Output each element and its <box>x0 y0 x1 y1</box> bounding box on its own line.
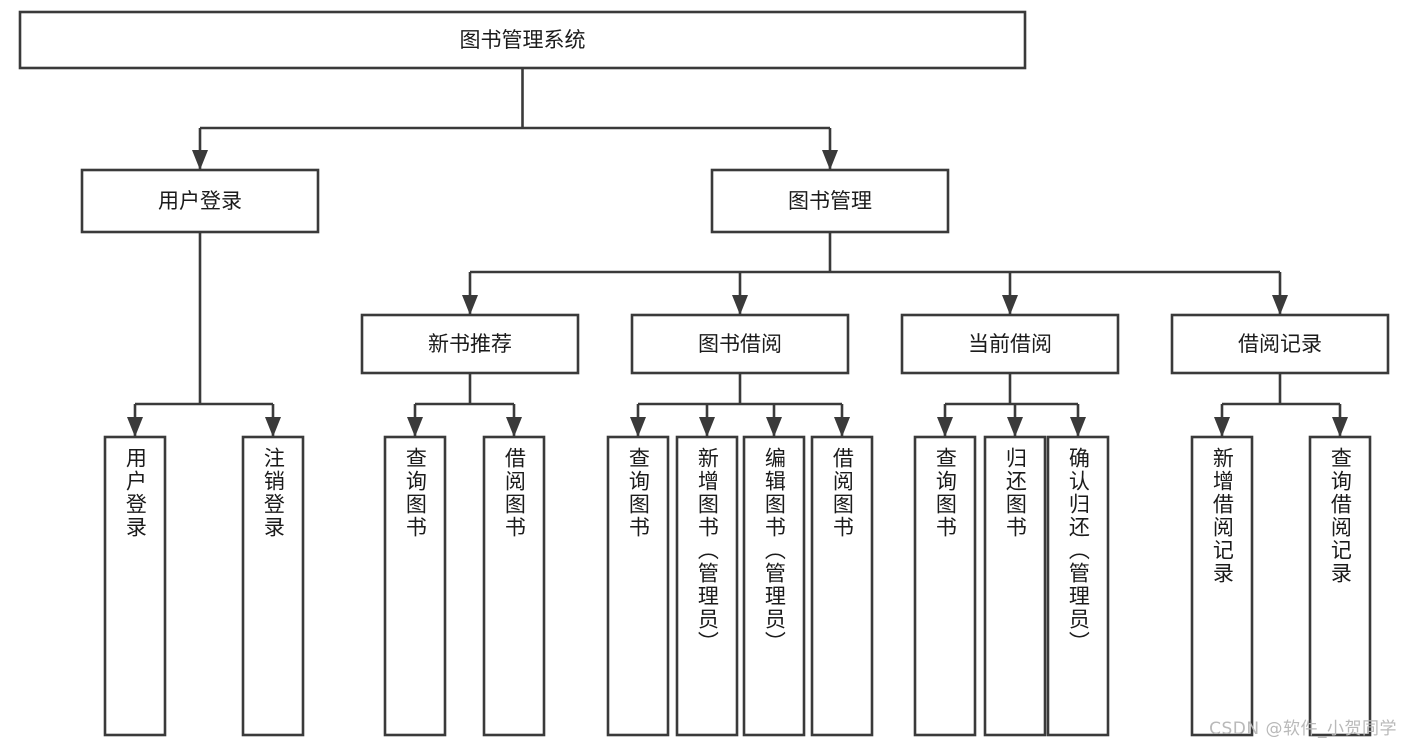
node-box-new-book-rec[interactable] <box>360 313 580 375</box>
csdn-watermark: CSDN @软件_小贺同学 <box>1209 719 1397 739</box>
book-borrow-to-leaves-arrow-leaf-borrow-add-book <box>699 417 715 437</box>
current-borrow-to-leaves-arrow-leaf-cur-confirm-return <box>1070 417 1086 437</box>
node-box-borrow-record[interactable] <box>1170 313 1390 375</box>
node-box-leaf-cur-confirm-return[interactable] <box>1046 435 1110 737</box>
node-label-book-manage: 图书管理 <box>788 189 872 213</box>
user-login-to-leaves-arrow-leaf-user-login <box>127 417 143 437</box>
bookmanage-to-level3-arrow-new-book-rec <box>462 295 478 315</box>
bookmanage-to-level3-arrow-borrow-record <box>1272 295 1288 315</box>
node-box-leaf-rec-add-record[interactable] <box>1190 435 1254 737</box>
book-borrow-to-leaves-arrow-leaf-borrow-borrow-book <box>834 417 850 437</box>
bookmanage-to-level3-arrow-book-borrow <box>732 295 748 315</box>
node-box-leaf-borrow-borrow-book[interactable] <box>810 435 874 737</box>
root-to-level2-arrow-user-login <box>192 150 208 170</box>
node-box-book-borrow[interactable] <box>630 313 850 375</box>
borrow-record-to-leaves-arrow-leaf-rec-query-record <box>1332 417 1348 437</box>
node-box-current-borrow[interactable] <box>900 313 1120 375</box>
current-borrow-to-leaves-arrow-leaf-cur-return-book <box>1007 417 1023 437</box>
node-box-leaf-cur-return-book[interactable] <box>983 435 1047 737</box>
node-box-leaf-borrow-query-book[interactable] <box>606 435 670 737</box>
node-box-leaf-user-logout[interactable] <box>241 435 305 737</box>
node-box-leaf-user-login[interactable] <box>103 435 167 737</box>
new-book-rec-to-leaves-arrow-leaf-rec-borrow-book <box>506 417 522 437</box>
node-boxes <box>18 10 1390 737</box>
node-label-root: 图书管理系统 <box>460 28 586 52</box>
node-label-book-borrow: 图书借阅 <box>698 332 782 356</box>
node-box-leaf-rec-query-book[interactable] <box>383 435 447 737</box>
new-book-rec-to-leaves-arrow-leaf-rec-query-book <box>407 417 423 437</box>
node-box-leaf-cur-query-book[interactable] <box>913 435 977 737</box>
node-box-book-manage[interactable] <box>710 168 950 234</box>
node-label-borrow-record: 借阅记录 <box>1238 332 1322 356</box>
user-login-to-leaves-arrow-leaf-user-logout <box>265 417 281 437</box>
node-box-root[interactable] <box>18 10 1027 70</box>
book-borrow-to-leaves-arrow-leaf-borrow-edit-book <box>766 417 782 437</box>
node-box-leaf-borrow-edit-book[interactable] <box>742 435 806 737</box>
current-borrow-to-leaves-arrow-leaf-cur-query-book <box>937 417 953 437</box>
node-label-current-borrow: 当前借阅 <box>968 332 1052 356</box>
node-label-user-login: 用户登录 <box>158 189 242 213</box>
connector-lines <box>127 68 1348 437</box>
borrow-record-to-leaves-arrow-leaf-rec-add-record <box>1214 417 1230 437</box>
book-borrow-to-leaves-arrow-leaf-borrow-query-book <box>630 417 646 437</box>
root-to-level2-arrow-book-manage <box>822 150 838 170</box>
node-box-user-login[interactable] <box>80 168 320 234</box>
node-box-leaf-rec-borrow-book[interactable] <box>482 435 546 737</box>
node-label-new-book-rec: 新书推荐 <box>428 332 512 356</box>
node-box-leaf-borrow-add-book[interactable] <box>675 435 739 737</box>
bookmanage-to-level3-arrow-current-borrow <box>1002 295 1018 315</box>
node-box-leaf-rec-query-record[interactable] <box>1308 435 1372 737</box>
